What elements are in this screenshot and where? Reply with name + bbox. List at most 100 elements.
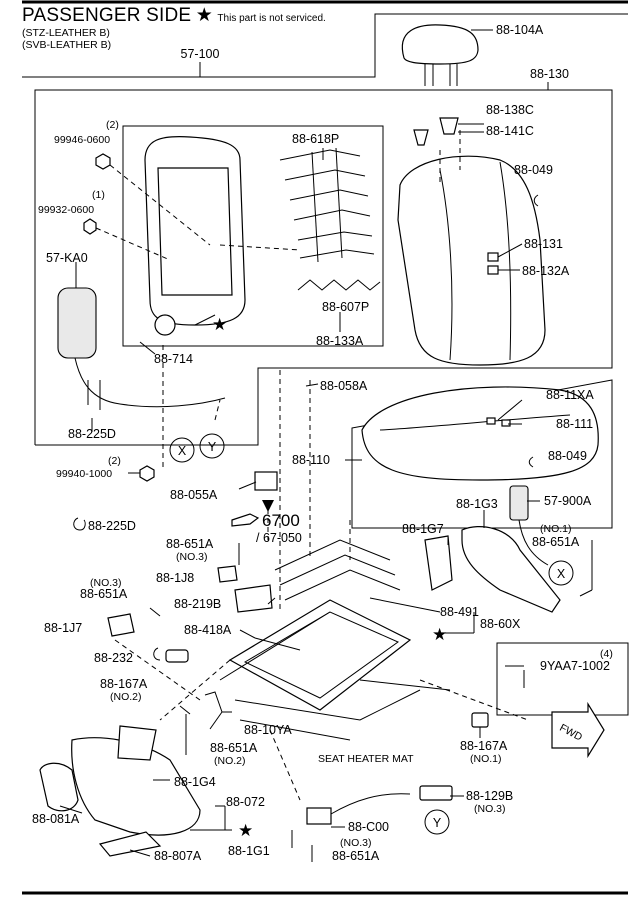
screw-651A-3-shape bbox=[579, 589, 593, 597]
label-88-651A-1: 88-651A bbox=[166, 537, 214, 551]
seat-back-assembly-box bbox=[34, 89, 613, 446]
star-marker-3: ★ bbox=[238, 821, 253, 840]
label-88-714: 88-714 bbox=[154, 352, 193, 366]
label-88-225D-a: 88-225D bbox=[68, 427, 116, 441]
no1-a: (NO.1) bbox=[540, 523, 572, 535]
label-88-138C: 88-138C bbox=[486, 103, 534, 117]
hog-ring-2-shape bbox=[528, 456, 534, 468]
rod-418A-shape bbox=[254, 637, 301, 651]
label-88-049-a: 88-049 bbox=[514, 163, 553, 177]
connector-shape bbox=[254, 471, 278, 491]
seat-adjuster-frame-shape bbox=[219, 599, 451, 741]
callout-x2-text: X bbox=[557, 567, 566, 581]
no3-a: (NO.3) bbox=[176, 551, 208, 563]
no3-d: (NO.3) bbox=[340, 837, 372, 849]
hog-ring-shape bbox=[533, 194, 539, 207]
label-88-807A: 88-807A bbox=[154, 849, 202, 863]
label-88-1G7: 88-1G7 bbox=[402, 522, 444, 536]
label-88-651A-2: 88-651A bbox=[80, 587, 128, 601]
label-88-225D-b: 88-225D bbox=[88, 519, 136, 533]
screw-651A-2-shape bbox=[149, 607, 161, 617]
label-88-C00: 88-C00 bbox=[348, 820, 389, 834]
label-88-167A-1: 88-167A bbox=[100, 677, 148, 691]
clip-232-shape bbox=[153, 647, 161, 661]
callout-y-text: Y bbox=[208, 440, 217, 454]
label-88-1G4: 88-1G4 bbox=[174, 775, 216, 789]
arrow-down-icon bbox=[262, 500, 274, 512]
label-88-111: 88-111 bbox=[556, 417, 593, 431]
nut-99946-shape bbox=[95, 153, 111, 170]
star-marker-2: ★ bbox=[432, 625, 447, 644]
no2-b: (NO.2) bbox=[214, 755, 246, 767]
label-88-11XA: 88-11XA bbox=[546, 388, 594, 402]
cap-167A-shape bbox=[165, 649, 189, 663]
label-88-129B: 88-129B bbox=[466, 789, 513, 803]
clip-shapes bbox=[413, 117, 459, 146]
label-99932-0600: 99932-0600 bbox=[38, 204, 94, 216]
callout-x-circle bbox=[169, 437, 195, 463]
trim-code-2: (SVB-LEATHER B) bbox=[22, 39, 112, 51]
cap-167A-2-shape bbox=[471, 712, 489, 728]
hook-shape bbox=[73, 517, 86, 531]
seat-back-frame-shape bbox=[144, 136, 246, 336]
label-88-651A-3: 88-651A bbox=[532, 535, 580, 549]
screw-651A-4-shape bbox=[179, 705, 191, 715]
pointing-hand-icon bbox=[231, 513, 260, 527]
not-serviced-note: This part is not serviced. bbox=[217, 13, 326, 24]
nut-99940-shape bbox=[139, 465, 155, 482]
no3-b: (NO.3) bbox=[90, 577, 122, 589]
label-88-10YA: 88-10YA bbox=[244, 723, 292, 737]
bracket-1J7-shape bbox=[107, 613, 135, 637]
star-icon: ★ bbox=[195, 5, 213, 26]
label-88-130: 88-130 bbox=[530, 67, 569, 81]
label-88-1J8: 88-1J8 bbox=[156, 571, 194, 585]
fwd-arrow-icon bbox=[551, 701, 605, 759]
no2-a: (NO.2) bbox=[110, 691, 142, 703]
bracket-219B-shape bbox=[234, 584, 273, 613]
label-88-1G1: 88-1G1 bbox=[228, 844, 270, 858]
label-57-900A: 57-900A bbox=[544, 494, 592, 508]
label-99946-0600: 99946-0600 bbox=[54, 134, 110, 146]
callout-x-text: X bbox=[178, 444, 187, 458]
label-88-1G3: 88-1G3 bbox=[456, 497, 498, 511]
label-88-167A-2: 88-167A bbox=[460, 739, 508, 753]
label-88-491: 88-491 bbox=[440, 605, 479, 619]
label-88-055A: 88-055A bbox=[170, 488, 218, 502]
qty-9YAA7: (4) bbox=[600, 648, 613, 660]
leader-lines bbox=[59, 29, 593, 857]
label-88-081A: 88-081A bbox=[32, 812, 80, 826]
qty-99940: (2) bbox=[108, 455, 121, 467]
headrest-shape bbox=[401, 24, 479, 86]
label-57-KA0: 57-KA0 bbox=[46, 251, 88, 265]
label-67-050: / 67-050 bbox=[256, 531, 302, 545]
trim-code-1: (STZ-LEATHER B) bbox=[22, 27, 110, 39]
lower-spring-shape bbox=[297, 279, 381, 291]
label-88-133A: 88-133A bbox=[316, 334, 364, 348]
seat-cushion-shape bbox=[361, 386, 599, 481]
callout-x2-circle bbox=[548, 560, 574, 586]
callout-y-circle bbox=[199, 433, 225, 459]
no3-c: (NO.3) bbox=[474, 803, 506, 815]
label-88-219B: 88-219B bbox=[174, 597, 221, 611]
label-88-049-b: 88-049 bbox=[548, 449, 587, 463]
side-shield-shape bbox=[461, 485, 561, 613]
bracket-1J8-shape bbox=[217, 565, 238, 583]
label-88-132A: 88-132A bbox=[522, 264, 570, 278]
label-99940-1000: 99940-1000 bbox=[56, 468, 112, 480]
nut-99932-shape bbox=[83, 218, 97, 235]
label-88-131: 88-131 bbox=[524, 237, 563, 251]
dashed-guides bbox=[95, 130, 529, 801]
callout-y2-text: Y bbox=[433, 816, 442, 830]
label-88-104A: 88-104A bbox=[496, 23, 544, 37]
side-airbag-shape bbox=[57, 287, 226, 410]
label-57-100: 57-100 bbox=[181, 47, 220, 61]
back-spring-mat-shape bbox=[279, 147, 375, 263]
diagram-header: PASSENGER SIDE ★ This part is not servic… bbox=[22, 4, 326, 27]
label-88-1J7: 88-1J7 bbox=[44, 621, 82, 635]
label-88-418A: 88-418A bbox=[184, 623, 232, 637]
label-88-618P: 88-618P bbox=[292, 132, 339, 146]
qty-99932: (1) bbox=[92, 189, 105, 201]
label-88-110: 88-110 bbox=[292, 453, 330, 467]
back-cover-shape bbox=[397, 155, 546, 366]
